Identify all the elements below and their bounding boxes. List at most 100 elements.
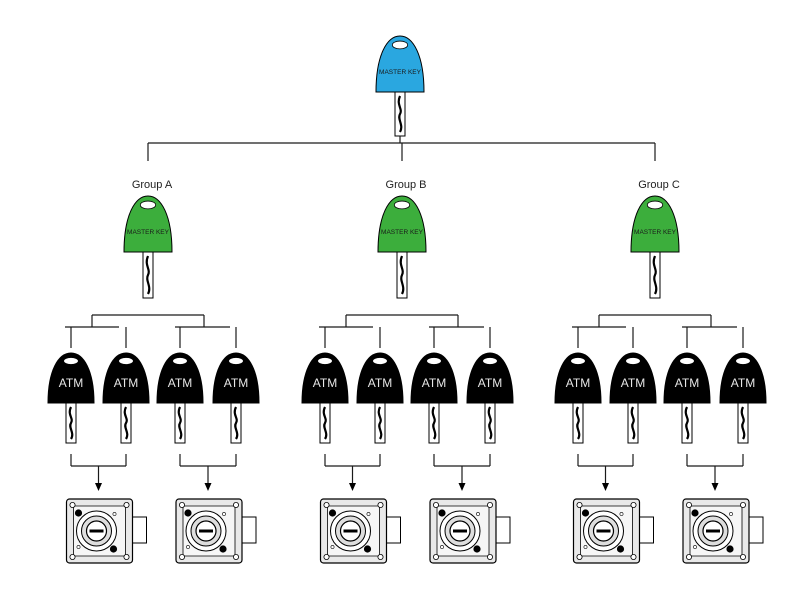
key-label: ATM xyxy=(59,376,83,390)
lock-pin xyxy=(222,512,226,516)
lock-screw-hole xyxy=(323,554,330,561)
key-groove xyxy=(740,406,746,440)
key-head xyxy=(554,352,602,404)
lock-keyway xyxy=(453,529,467,533)
lock-pin xyxy=(476,512,480,516)
lock-pin xyxy=(729,512,733,516)
key-label: ATM xyxy=(168,376,192,390)
lock-screw-hole xyxy=(740,501,747,508)
key-groove xyxy=(68,406,74,440)
key-ring-hole xyxy=(63,357,79,365)
atm-key-icon: ATM xyxy=(301,352,349,444)
lock-icon xyxy=(572,498,654,564)
key-groove xyxy=(177,406,183,440)
lock-pin xyxy=(76,545,81,549)
key-label: ATM xyxy=(566,376,590,390)
lock-screw-hole xyxy=(69,501,76,508)
key-label: ATM xyxy=(224,376,248,390)
key-groove xyxy=(123,406,129,440)
arrow-head xyxy=(711,483,719,491)
lock-pin xyxy=(440,545,444,549)
key-head xyxy=(719,352,767,404)
lock-black-dot xyxy=(184,509,192,517)
group-title: Group B xyxy=(386,179,427,191)
key-head xyxy=(212,352,260,404)
key-head xyxy=(377,195,427,253)
key-head xyxy=(156,352,204,404)
atm-key-icon: ATM xyxy=(410,352,458,444)
group-master-key-icon: MASTER KEY xyxy=(630,195,680,299)
key-head xyxy=(663,352,711,404)
key-ring-hole xyxy=(625,357,641,365)
key-label: ATM xyxy=(478,376,502,390)
lock-pin xyxy=(112,512,117,516)
key-label: ATM xyxy=(731,376,755,390)
key-groove xyxy=(233,406,239,440)
lock-screw-hole xyxy=(178,554,185,561)
lock-screw-hole xyxy=(323,501,330,508)
key-ring-hole xyxy=(679,357,695,365)
lock-keyway xyxy=(596,529,611,533)
lock-screw-hole xyxy=(123,554,130,561)
lock-icon xyxy=(682,498,764,564)
lock-screw-hole xyxy=(576,554,583,561)
lock-screw-hole xyxy=(377,554,384,561)
key-groove xyxy=(431,406,437,440)
atm-key-icon: ATM xyxy=(719,352,767,444)
atm-key-icon: ATM xyxy=(156,352,204,444)
group-title: Group A xyxy=(132,179,173,191)
key-ring-hole xyxy=(570,357,586,365)
key-groove xyxy=(684,406,690,440)
atm-key-icon: ATM xyxy=(47,352,95,444)
key-head xyxy=(466,352,514,404)
lock-keyway xyxy=(706,529,720,533)
key-groove xyxy=(397,95,403,133)
lock-black-dot xyxy=(691,509,699,517)
key-ring-hole xyxy=(735,357,751,365)
lock-screw-hole xyxy=(232,554,239,561)
lock-pin xyxy=(619,512,624,516)
lock-black-dot xyxy=(616,545,625,553)
key-ring-hole xyxy=(482,357,498,365)
group-master-key-icon: MASTER KEY xyxy=(377,195,427,299)
arrow-head xyxy=(95,483,102,491)
lock-screw-hole xyxy=(686,501,693,508)
atm-key-icon: ATM xyxy=(102,352,150,444)
key-label: MASTER KEY xyxy=(381,229,424,236)
lock-screw-hole xyxy=(630,554,637,561)
key-head xyxy=(123,195,173,253)
key-ring-hole xyxy=(317,357,333,365)
arrow-head xyxy=(204,483,212,491)
lock-keyway xyxy=(89,529,104,533)
lock-screw-hole xyxy=(486,501,493,508)
key-label: ATM xyxy=(114,376,138,390)
lock-icon xyxy=(65,498,147,564)
lock-screw-hole xyxy=(576,501,583,508)
lock-screw-hole xyxy=(377,501,384,508)
key-groove xyxy=(630,406,636,440)
lock-icon xyxy=(175,498,257,564)
lock-black-dot xyxy=(109,545,118,553)
lock-screw-hole xyxy=(630,501,637,508)
key-label: MASTER KEY xyxy=(379,69,422,76)
key-ring-hole xyxy=(393,200,411,210)
key-label: ATM xyxy=(621,376,645,390)
key-ring-hole xyxy=(426,357,442,365)
lock-black-dot xyxy=(328,509,337,517)
atm-key-icon: ATM xyxy=(466,352,514,444)
key-label: ATM xyxy=(313,376,337,390)
key-label: ATM xyxy=(675,376,699,390)
key-head xyxy=(356,352,404,404)
lock-screw-hole xyxy=(432,501,439,508)
lock-black-dot xyxy=(581,509,590,517)
lock-screw-hole xyxy=(178,501,185,508)
key-ring-hole xyxy=(172,357,188,365)
lock-black-dot xyxy=(473,545,481,553)
key-groove xyxy=(377,406,383,440)
atm-key-icon: ATM xyxy=(356,352,404,444)
atm-key-icon: ATM xyxy=(212,352,260,444)
key-groove xyxy=(322,406,328,440)
key-ring-hole xyxy=(228,357,244,365)
lock-screw-hole xyxy=(686,554,693,561)
